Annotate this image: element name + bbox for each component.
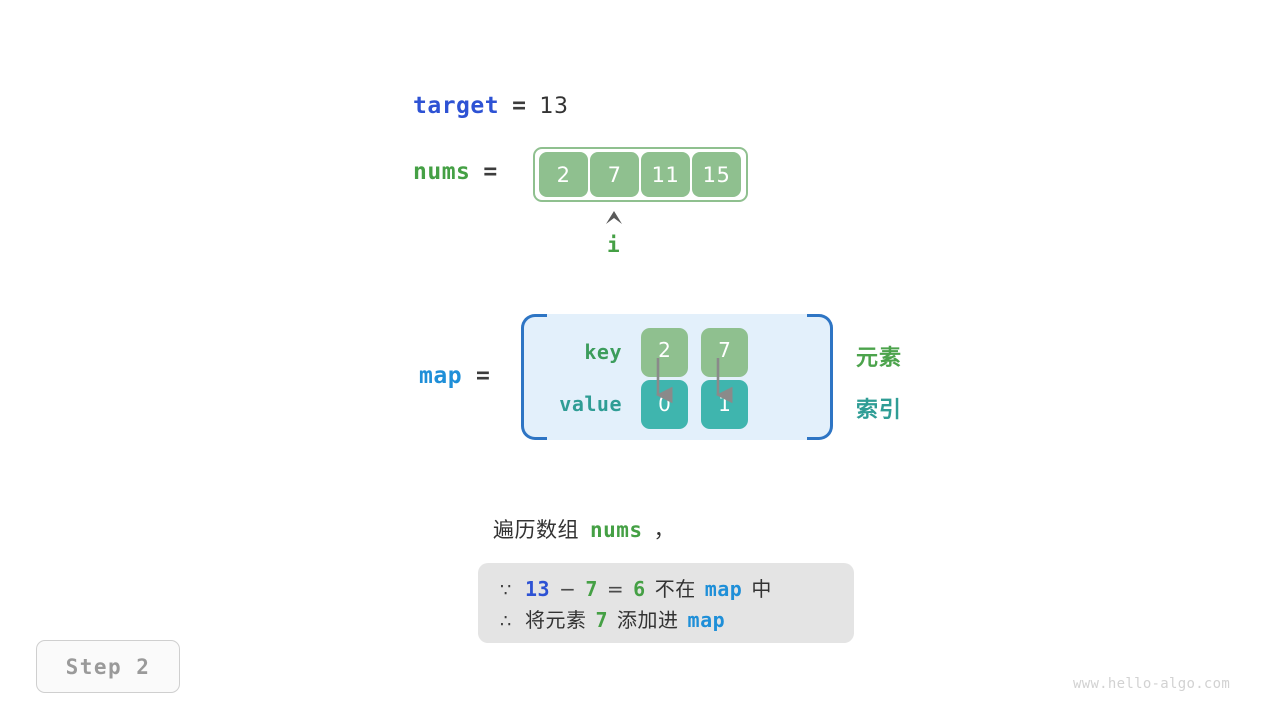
therefore-symbol: ∴: [500, 611, 512, 632]
map-value-cell-1: 1: [701, 379, 748, 429]
map-variable-name: map: [419, 363, 463, 389]
map-side-label-element: 元素: [856, 346, 903, 371]
traverse-comma: ，: [653, 518, 676, 542]
nums-assignment-label: nums =: [413, 159, 498, 185]
map-key-cell-0: 2: [641, 327, 688, 377]
traverse-text: 遍历数组: [493, 518, 579, 542]
map-rows: key 2 7 value 0 1: [521, 314, 833, 440]
map-key-cell-1: 7: [701, 327, 748, 377]
explanation-map-name-1: map: [704, 577, 743, 601]
map-assignment-label: map =: [419, 363, 490, 389]
explanation-line-2: ∴ 将元素 7 添加进 map: [500, 604, 832, 635]
step-badge: Step 2: [36, 640, 180, 693]
traverse-code-nums: nums: [590, 518, 643, 542]
map-value-row: value 0 1: [521, 378, 761, 430]
explanation-target-value: 13: [525, 577, 551, 601]
nums-array-container: 2 7 11 15: [533, 147, 748, 202]
minus-operator: −: [559, 577, 577, 601]
explanation-complement-value: 6: [633, 577, 646, 601]
explanation-add-text: 将元素: [525, 608, 587, 632]
explanation-box: ∵ 13 − 7 = 6 不在 map 中 ∴ 将元素 7 添加进 map: [478, 563, 854, 643]
map-value-cell-0: 0: [641, 379, 688, 429]
explanation-in-text: 中: [751, 577, 772, 601]
caret-up-icon: [602, 209, 626, 227]
map-side-label-index: 索引: [856, 398, 903, 423]
traverse-description-line: 遍历数组 nums ，: [493, 514, 675, 544]
explanation-added-element: 7: [595, 608, 609, 632]
explanation-line-1: ∵ 13 − 7 = 6 不在 map 中: [500, 573, 832, 604]
map-equals-sign: =: [476, 363, 491, 389]
equals-operator: =: [606, 577, 625, 601]
pointer-index-label: i: [607, 233, 620, 257]
target-value: 13: [539, 94, 569, 119]
target-variable-name: target: [413, 93, 500, 119]
nums-cell-0: 2: [539, 152, 588, 197]
explanation-not-in-text: 不在: [654, 577, 696, 601]
map-key-row-label: key: [584, 340, 622, 364]
target-equals-sign: =: [512, 93, 527, 119]
explanation-map-name-2: map: [687, 608, 726, 632]
map-value-row-label: value: [559, 392, 622, 416]
map-key-row: key 2 7: [521, 326, 761, 378]
explanation-into-text: 添加进: [617, 608, 679, 632]
nums-cell-1: 7: [590, 152, 639, 197]
explanation-current-element: 7: [585, 577, 598, 601]
map-container: key 2 7 value 0 1: [521, 314, 833, 440]
nums-cell-3: 15: [692, 152, 741, 197]
nums-variable-name: nums: [413, 159, 471, 185]
nums-cell-2: 11: [641, 152, 690, 197]
target-assignment-row: target = 13: [413, 93, 568, 119]
watermark: www.hello-algo.com: [1073, 676, 1231, 692]
nums-equals-sign: =: [483, 159, 498, 185]
because-symbol: ∵: [500, 580, 512, 601]
